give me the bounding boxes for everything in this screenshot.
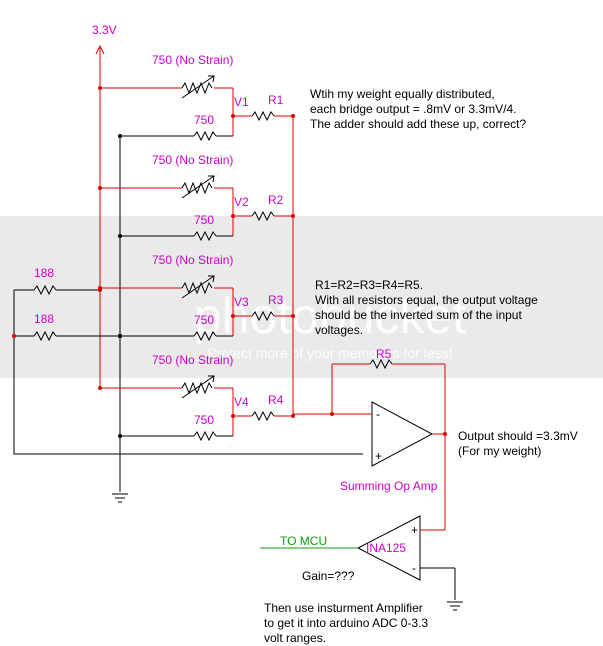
svg-text:With all resistors equal, the: With all resistors equal, the output vol…	[315, 293, 538, 307]
note-resistors: R1=R2=R3=R4=R5. With all resistors equal…	[315, 278, 538, 337]
inamp-label: INA125	[366, 541, 406, 555]
divider-label-2: 188	[34, 312, 54, 326]
fixed-resistor-label-2: 750	[194, 213, 214, 227]
svg-text:should be the inverted sum of: should be the inverted sum of the input	[315, 308, 522, 322]
gain-label: Gain=???	[302, 569, 355, 583]
strain-gauge-label-3: 750 (No Strain)	[152, 253, 233, 267]
svg-text:Wtih my weight equally distrib: Wtih my weight equally distributed,	[310, 87, 495, 101]
inamp-plus-pin: +	[411, 523, 418, 537]
sum-resistor-label-4: R4	[268, 393, 284, 407]
summing-opamp	[293, 358, 447, 530]
supply-label: 3.3V	[92, 23, 117, 37]
strain-gauge-label-4: 750 (No Strain)	[152, 353, 233, 367]
fixed-resistor-label-4: 750	[194, 413, 214, 427]
svg-text:to get it into arduino ADC 0-3: to get it into arduino ADC 0-3.3	[264, 616, 428, 630]
opamp-minus-pin: -	[376, 407, 380, 421]
divider-label-1: 188	[34, 266, 54, 280]
svg-text:Output should =3.3mV: Output should =3.3mV	[458, 429, 578, 443]
svg-text:volt ranges.: volt ranges.	[264, 631, 326, 645]
svg-text:The adder should add these up,: The adder should add these up, correct?	[310, 117, 526, 131]
note-weight: Wtih my weight equally distributed, each…	[310, 87, 526, 131]
opamp-plus-pin: +	[375, 449, 382, 463]
divider-network	[12, 284, 363, 455]
svg-text:Then use insturment Amplifier: Then use insturment Amplifier	[264, 601, 423, 615]
bridge-row-4	[98, 375, 295, 442]
note-amplifier: Then use insturment Amplifier to get it …	[264, 601, 428, 645]
sum-resistor-label-1: R1	[268, 93, 284, 107]
supply-arrow	[95, 44, 105, 390]
fixed-resistor-label-1: 750	[194, 113, 214, 127]
bridge-node-label-2: V2	[234, 195, 249, 209]
svg-text:each bridge output = .8mV or 3: each bridge output = .8mV or 3.3mV/4.	[310, 102, 516, 116]
inamp-minus-pin: -	[412, 561, 416, 575]
bridge-node-label-1: V1	[234, 95, 249, 109]
ground-rail	[112, 136, 128, 503]
svg-text:R1=R2=R3=R4=R5.: R1=R2=R3=R4=R5.	[315, 278, 423, 292]
bridge-row-2	[98, 175, 295, 242]
instrumentation-amp	[260, 515, 463, 611]
bridge-node-label-3: V3	[234, 295, 249, 309]
sum-resistor-label-3: R3	[268, 293, 284, 307]
sum-resistor-label-2: R2	[268, 193, 284, 207]
feedback-resistor-label: R5	[376, 347, 392, 361]
note-output: Output should =3.3mV (For my weight)	[458, 429, 578, 458]
svg-text:(For my weight): (For my weight)	[458, 444, 541, 458]
fixed-resistor-label-3: 750	[194, 313, 214, 327]
opamp-caption: Summing Op Amp	[340, 479, 438, 493]
svg-text:voltages.: voltages.	[315, 323, 363, 337]
watermark-subtext: Protect more of your memories for less!	[207, 345, 452, 361]
bridge-row-1	[98, 75, 295, 142]
strain-gauge-label-2: 750 (No Strain)	[152, 153, 233, 167]
mcu-label: TO MCU	[280, 534, 327, 548]
strain-gauge-label-1: 750 (No Strain)	[152, 53, 233, 67]
bridge-node-label-4: V4	[234, 395, 249, 409]
bridge-group: 750 (No Strain) 750 V1 R1 750 (No Strain) 750…	[98, 53, 295, 442]
